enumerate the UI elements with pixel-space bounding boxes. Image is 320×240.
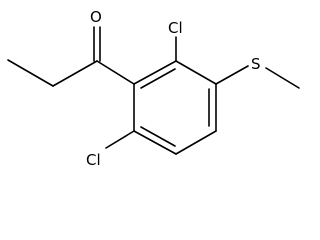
ring-bond-c5-c6 xyxy=(133,130,177,155)
oxygen-label: O xyxy=(90,8,102,26)
bond-ring-chlorine-bottom xyxy=(105,130,135,149)
bond-carbonyl-ring xyxy=(96,60,135,85)
bond-ch3-ch2 xyxy=(7,59,54,87)
ring-bond-c4-c5 xyxy=(175,130,217,155)
bond-sulfur-methyl xyxy=(265,67,300,89)
bond-ring-sulfur xyxy=(215,65,249,85)
molecule-structure-diagram: O Cl S Cl xyxy=(7,8,300,169)
chlorine-top-label: Cl xyxy=(168,19,183,37)
ring-inner-bond-c1-c2 xyxy=(140,68,176,89)
bond-ch2-carbonyl xyxy=(52,60,98,87)
sulfur-label: S xyxy=(251,55,261,73)
chlorine-bottom-label: Cl xyxy=(86,151,101,169)
ring-bond-c1-c2 xyxy=(133,60,177,85)
ring-inner-bond-c5-c6 xyxy=(140,126,176,147)
ring-bond-c2-c3 xyxy=(175,60,217,85)
